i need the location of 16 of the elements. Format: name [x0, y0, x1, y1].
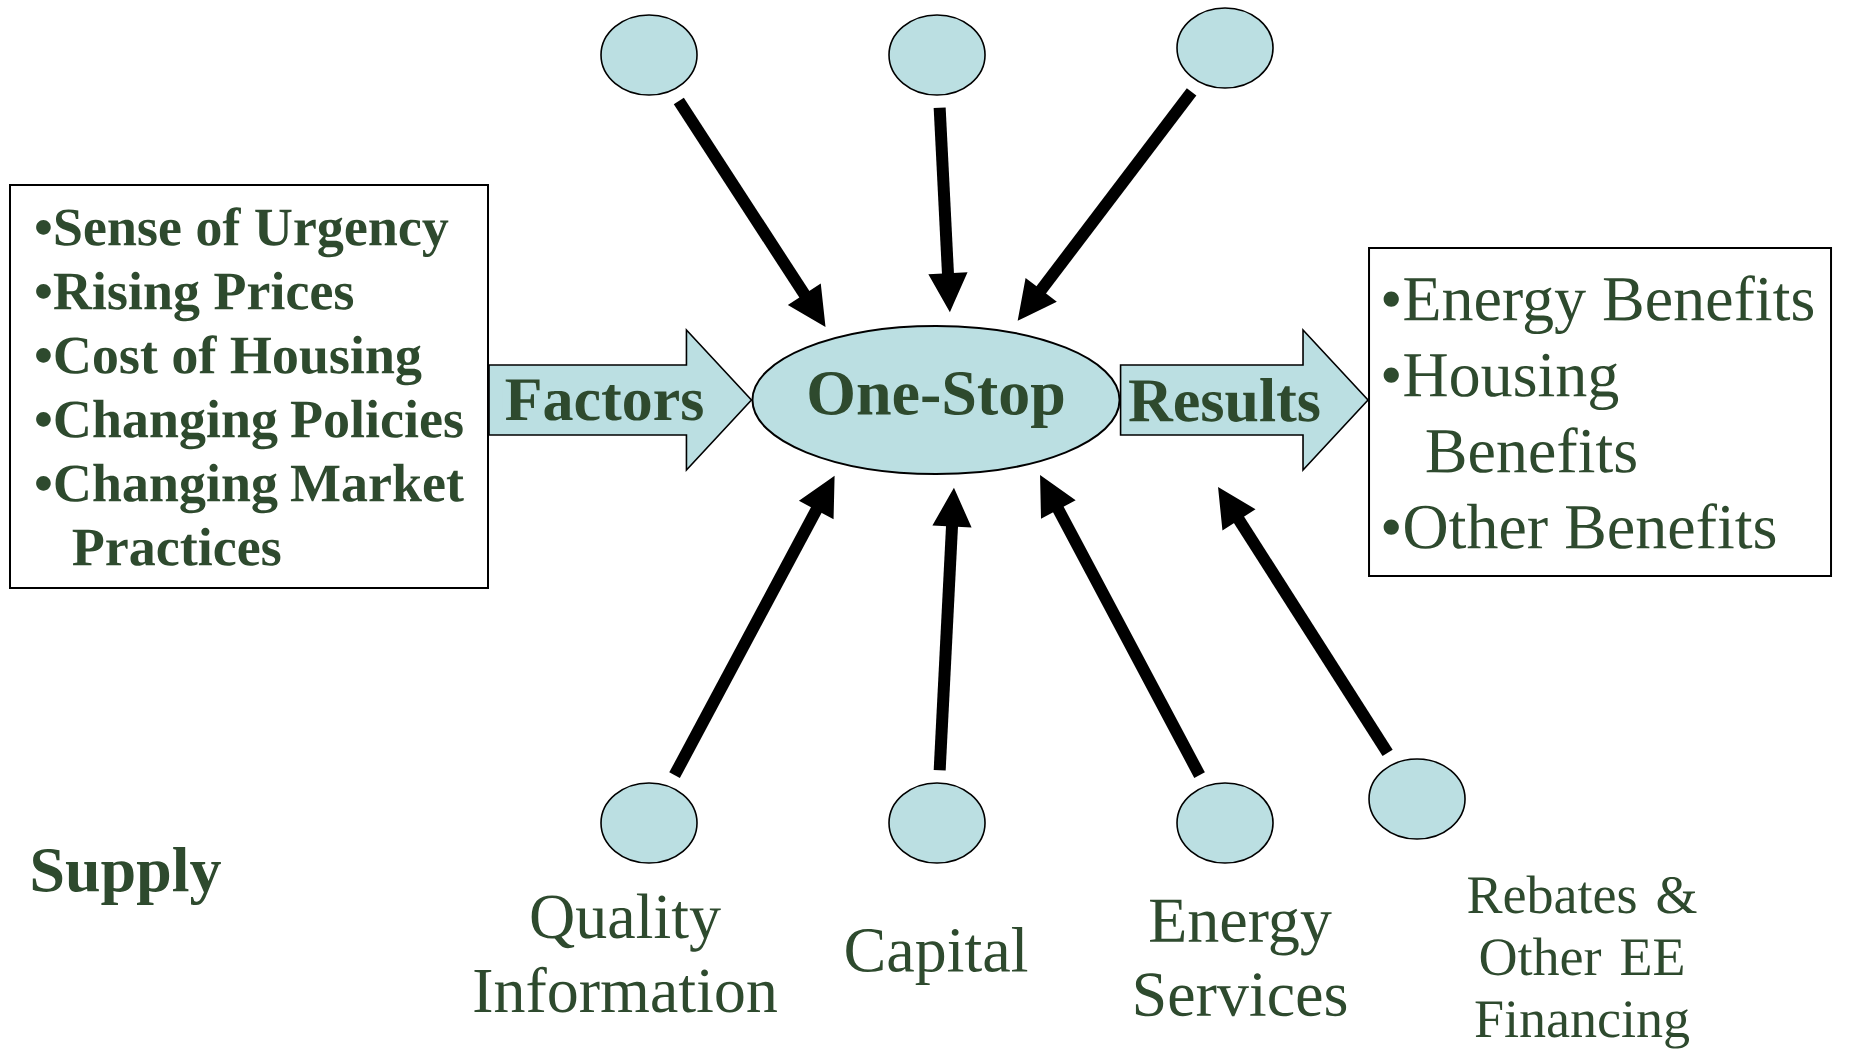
bullet-list-box: •Energy Benefits •Housing Benefits •Other Benefits — [1368, 247, 1832, 577]
section-label: Supply — [32, 846, 221, 906]
circle — [600, 14, 698, 96]
edge-label: Factors — [502, 377, 707, 423]
circle — [1176, 7, 1274, 89]
bullet-list-box: •Sense of Urgency •Rising Prices •Cost of Housing •Changing Policies •Changing Market Practices — [9, 184, 489, 589]
edge-label: Results — [1126, 376, 1323, 424]
circle — [1176, 782, 1274, 864]
circle-caption: Energy Services — [1135, 899, 1347, 1017]
circle — [1368, 758, 1466, 840]
circle — [600, 782, 698, 864]
circle-caption: Capital — [846, 927, 1028, 985]
circle — [888, 14, 986, 96]
circle-caption: Quality Information — [474, 893, 777, 1013]
circle-caption: Rebates & Other EE Financing — [1468, 875, 1697, 1049]
circle — [888, 782, 986, 864]
